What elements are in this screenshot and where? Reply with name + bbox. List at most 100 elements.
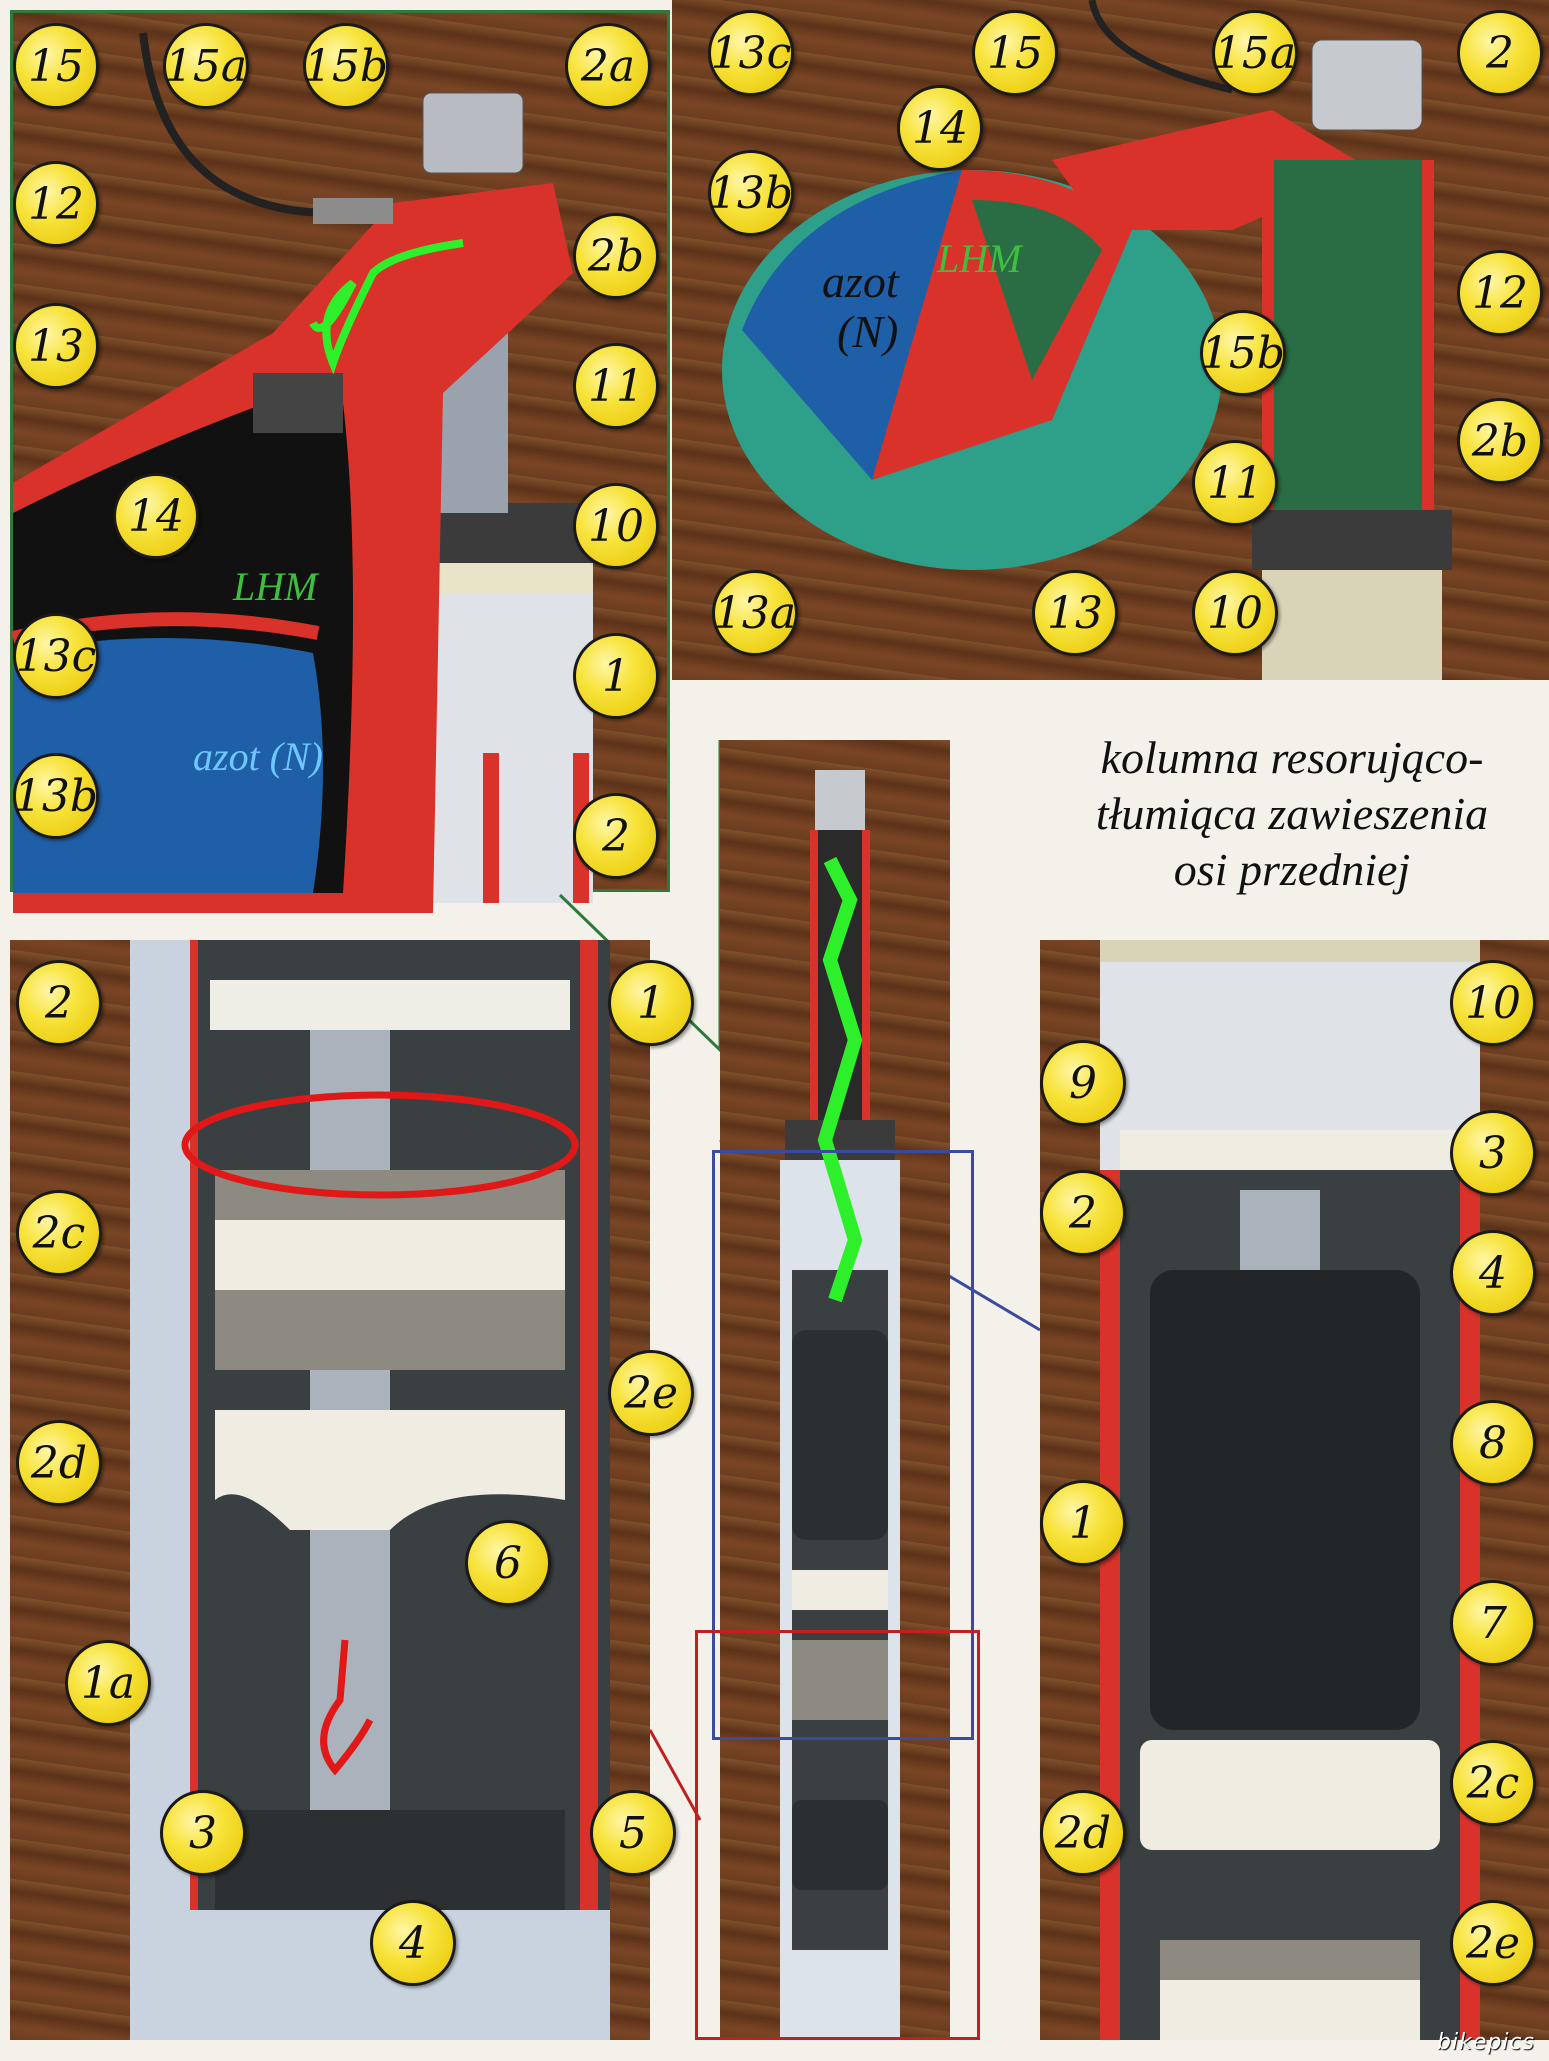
blue-callout-box <box>712 1150 974 1740</box>
label-2c: 2c <box>16 1190 102 1276</box>
hose-15 <box>1088 0 1233 94</box>
green-annotation-scribble <box>817 856 863 1303</box>
label-7: 7 <box>1450 1580 1536 1666</box>
ring-10 <box>1262 570 1442 680</box>
label-2b: 2b <box>1457 398 1543 484</box>
disc-2d <box>1160 1940 1420 1980</box>
panel3-drawing <box>130 940 610 2040</box>
caption-line-1: kolumna resorująco- <box>1100 732 1484 783</box>
panel-upper-chamber-detail: 10 9 3 2 4 8 1 7 2c 2d 2e <box>1040 940 1549 2040</box>
top-nut-2 <box>1311 39 1423 131</box>
label-4: 4 <box>370 1900 456 1986</box>
lhm-tag: LHM <box>233 564 318 609</box>
column-seal <box>785 1120 895 1160</box>
seal-11 <box>1252 510 1452 570</box>
valve-14 <box>253 373 343 433</box>
label-4: 4 <box>1450 1230 1536 1316</box>
label-6: 6 <box>465 1520 551 1606</box>
label-2: 2 <box>573 793 659 879</box>
outer-wall-right <box>580 940 598 1940</box>
label-1: 1 <box>1040 1480 1126 1566</box>
label-15a: 15a <box>1212 10 1298 96</box>
panel2-drawing <box>722 0 1452 680</box>
disc-2e <box>215 1290 565 1370</box>
label-2: 2 <box>16 960 102 1046</box>
label-12: 12 <box>1457 250 1543 336</box>
washer-2e <box>1160 1980 1420 2040</box>
azot-tag: azot <box>822 256 899 307</box>
panel4-drawing <box>780 770 900 2040</box>
label-13c: 13c <box>708 10 794 96</box>
label-2e: 2e <box>1450 1900 1536 1986</box>
cut-edge-right <box>1422 160 1434 520</box>
label-13c: 13c <box>13 613 99 699</box>
column-top-nut <box>815 770 865 830</box>
outer-wall-left <box>1100 1170 1120 2040</box>
caption-line-3: osi przedniej <box>1173 844 1411 896</box>
column-bump-stop <box>792 1330 888 1540</box>
label-14: 14 <box>113 473 199 559</box>
washer-white <box>215 1220 565 1290</box>
label-9: 9 <box>1040 1040 1126 1126</box>
label-2b: 2b <box>573 213 659 299</box>
azot-n-tag: (N) <box>837 306 899 357</box>
label-2e: 2e <box>608 1350 694 1436</box>
label-12: 12 <box>13 161 99 247</box>
label-5: 5 <box>590 1790 676 1876</box>
label-15: 15 <box>13 23 99 109</box>
label-2d: 2d <box>16 1420 102 1506</box>
label-2c: 2c <box>1450 1740 1536 1826</box>
nitrogen-chamber <box>742 170 1002 480</box>
label-13b: 13b <box>13 753 99 839</box>
label-15a: 15a <box>163 23 249 109</box>
label-14: 14 <box>897 85 983 171</box>
red-annotation-oval <box>181 1091 579 1199</box>
top-cap <box>210 980 570 1030</box>
nitrogen-chamber <box>13 638 323 893</box>
label-1a: 1a <box>65 1640 151 1726</box>
label-10: 10 <box>1192 570 1278 656</box>
label-11: 11 <box>1192 440 1278 526</box>
buffer-6 <box>215 1410 565 1530</box>
label-10: 10 <box>573 483 659 569</box>
label-15b: 15b <box>1200 310 1286 396</box>
label-15b: 15b <box>303 23 389 109</box>
cylinder-body <box>423 573 593 903</box>
red-callout-box <box>695 1630 980 2040</box>
column-upper-edge-left <box>810 830 818 1130</box>
ring-10 <box>1100 940 1480 962</box>
label-10: 10 <box>1450 960 1536 1046</box>
panel1-drawing <box>11 32 603 913</box>
label-11: 11 <box>573 343 659 429</box>
panel-sphere-cutaway-right: azot (N) LHM 13c 15 15a 2 14 13b 12 15b … <box>672 0 1549 680</box>
hose-fitting-15a <box>313 198 393 224</box>
column-upper-edge-right <box>862 830 870 1130</box>
label-13: 13 <box>1032 570 1118 656</box>
panel-lower-valve-detail: 2 1 2c 2d 2e 6 1a 3 5 4 <box>10 940 694 2040</box>
label-8: 8 <box>1450 1400 1536 1486</box>
column-valve <box>792 1640 888 1720</box>
label-2a: 2a <box>565 23 651 109</box>
column-buffer <box>792 1570 888 1610</box>
azot-tag: azot (N) <box>193 734 323 779</box>
red-annotation-arrow <box>320 1639 374 1776</box>
watermark: bikepics <box>1437 2030 1535 2055</box>
tube-left <box>130 940 190 2040</box>
lhm-chamber <box>972 200 1102 380</box>
hose-15 <box>139 32 334 217</box>
label-2d: 2d <box>1040 1790 1126 1876</box>
label-3: 3 <box>160 1790 246 1876</box>
base-5 <box>215 1810 565 1910</box>
green-annotation-scribble <box>309 239 464 375</box>
label-3: 3 <box>1450 1110 1536 1196</box>
top-nut <box>422 92 524 174</box>
cut-edge-left <box>483 753 499 903</box>
caption-line-2: tłumiąca zawieszenia <box>1095 788 1489 840</box>
lhm-tag: LHM <box>937 236 1022 281</box>
panel5-drawing <box>1100 940 1480 2040</box>
label-13b: 13b <box>708 150 794 236</box>
label-1: 1 <box>573 633 659 719</box>
bump-stop-8 <box>1150 1270 1420 1730</box>
buffer-7 <box>1140 1740 1440 1850</box>
panel-sphere-cutaway-left: LHM azot (N) 15 15a 15b 2a 12 2b 13 11 1… <box>10 10 670 913</box>
